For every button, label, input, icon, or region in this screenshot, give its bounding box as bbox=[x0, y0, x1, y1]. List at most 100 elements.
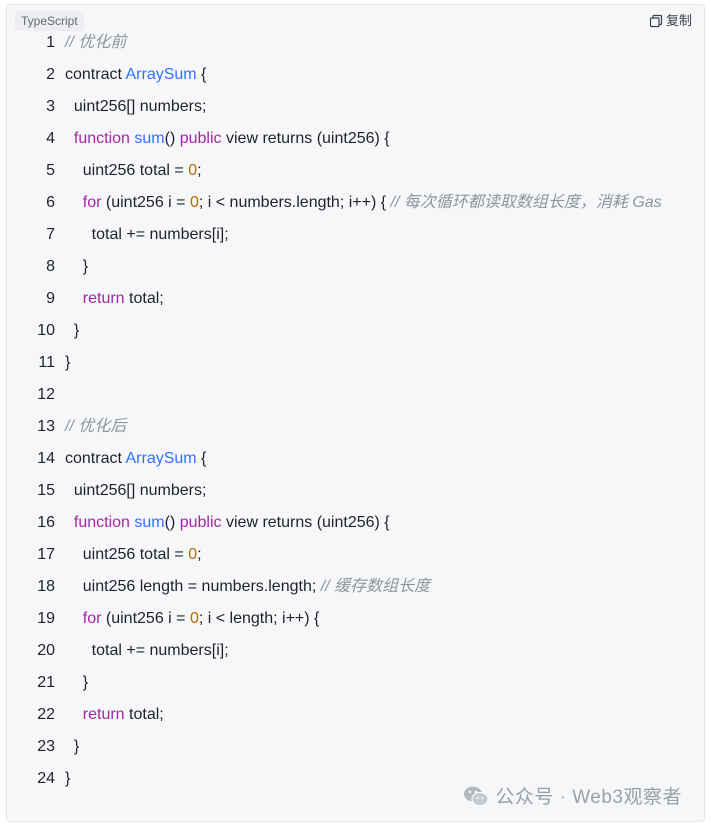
code-line: 23 } bbox=[7, 731, 704, 763]
code-token: uint256 total = bbox=[65, 162, 189, 179]
language-badge: TypeScript bbox=[15, 11, 84, 31]
line-number: 6 bbox=[46, 194, 55, 211]
line-number: 13 bbox=[37, 418, 55, 435]
code-text: uint256[] numbers; bbox=[65, 475, 207, 507]
line-number: 22 bbox=[37, 706, 55, 723]
line-number: 3 bbox=[46, 98, 55, 115]
code-token: sum bbox=[134, 130, 165, 147]
code-line: 13// 优化后 bbox=[7, 411, 704, 443]
code-token: return bbox=[82, 290, 125, 307]
code-text: } bbox=[65, 731, 79, 763]
code-token: } bbox=[65, 322, 80, 339]
line-number: 7 bbox=[46, 226, 55, 243]
code-text: } bbox=[65, 763, 70, 795]
code-line: 7 total += numbers[i]; bbox=[7, 219, 704, 251]
code-token: function bbox=[73, 130, 130, 147]
code-line: 8 } bbox=[7, 251, 704, 283]
code-line: 18 uint256 length = numbers.length; // 缓… bbox=[7, 571, 704, 603]
code-token: ; bbox=[197, 546, 202, 563]
code-text: for (uint256 i = 0; i < numbers.length; … bbox=[65, 187, 662, 219]
line-number: 20 bbox=[37, 642, 55, 659]
code-token: } bbox=[65, 354, 71, 371]
code-line: 11} bbox=[7, 347, 704, 379]
code-text: } bbox=[65, 667, 88, 699]
code-token: function bbox=[73, 514, 130, 531]
code-text: uint256 length = numbers.length; // 缓存数组… bbox=[65, 571, 430, 603]
code-text: uint256 total = 0; bbox=[65, 539, 202, 571]
code-token: for bbox=[82, 610, 102, 627]
line-number: 12 bbox=[37, 386, 55, 403]
code-token: 0 bbox=[188, 546, 198, 563]
code-line: 3 uint256[] numbers; bbox=[7, 91, 704, 123]
code-token: uint256[] numbers; bbox=[65, 98, 207, 115]
watermark-text: 公众号 · Web3观察者 bbox=[495, 787, 682, 808]
code-token: ; i < length; i++) { bbox=[198, 610, 320, 627]
code-line: 14 contract ArraySum { bbox=[7, 443, 704, 475]
code-token: 0 bbox=[189, 194, 199, 211]
code-token: public bbox=[179, 130, 222, 147]
code-text: return total; bbox=[65, 283, 164, 315]
code-token: } bbox=[65, 738, 80, 755]
line-number: 4 bbox=[46, 130, 55, 147]
code-text: return total; bbox=[65, 699, 164, 731]
line-number: 19 bbox=[37, 610, 55, 627]
code-text: contract ArraySum { bbox=[65, 443, 206, 475]
code-line: 24} bbox=[7, 763, 704, 795]
code-line: 19 for (uint256 i = 0; i < length; i++) … bbox=[7, 603, 704, 635]
code-token: sum bbox=[134, 514, 165, 531]
code-token bbox=[65, 130, 74, 147]
code-token: view returns (uint256) { bbox=[221, 130, 390, 147]
line-number: 5 bbox=[46, 162, 55, 179]
code-line: 20 total += numbers[i]; bbox=[7, 635, 704, 667]
code-token: { bbox=[196, 450, 207, 467]
code-line: 16 function sum() public view returns (u… bbox=[7, 507, 704, 539]
code-text: contract ArraySum { bbox=[65, 59, 206, 91]
code-text: function sum() public view returns (uint… bbox=[65, 123, 390, 155]
code-token: { bbox=[196, 66, 207, 83]
code-token: contract bbox=[65, 450, 126, 467]
code-line: 9 return total; bbox=[7, 283, 704, 315]
code-comment: // 优化前 bbox=[65, 34, 127, 51]
code-text: total += numbers[i]; bbox=[65, 219, 229, 251]
code-token: } bbox=[65, 258, 89, 275]
code-line: 10 } bbox=[7, 315, 704, 347]
code-token bbox=[65, 514, 74, 531]
copy-button[interactable]: 复制 bbox=[649, 11, 692, 31]
code-token: total += numbers[i]; bbox=[65, 642, 229, 659]
code-token bbox=[65, 290, 83, 307]
code-token bbox=[65, 706, 83, 723]
code-token: total += numbers[i]; bbox=[65, 226, 229, 243]
code-token: ArraySum bbox=[125, 450, 197, 467]
line-number: 15 bbox=[37, 482, 55, 499]
line-number: 21 bbox=[37, 674, 55, 691]
code-line: 1// 优化前 bbox=[7, 27, 704, 59]
code-token: contract bbox=[65, 66, 126, 83]
code-token: total; bbox=[124, 706, 164, 723]
code-line: 5 uint256 total = 0; bbox=[7, 155, 704, 187]
code-comment: // 每次循环都读取数组长度，消耗 Gas bbox=[390, 194, 662, 211]
line-number: 8 bbox=[46, 258, 55, 275]
code-token: uint256 total = bbox=[65, 546, 189, 563]
code-token: () bbox=[164, 130, 180, 147]
code-token: ArraySum bbox=[125, 66, 197, 83]
code-token: (uint256 i = bbox=[101, 610, 190, 627]
code-token: 0 bbox=[189, 610, 199, 627]
code-token: } bbox=[65, 674, 89, 691]
code-token: ; i < numbers.length; i++) { bbox=[198, 194, 391, 211]
line-number: 9 bbox=[46, 290, 55, 307]
code-line: 17 uint256 total = 0; bbox=[7, 539, 704, 571]
watermark: 公众号 · Web3观察者 bbox=[463, 782, 682, 809]
code-text: } bbox=[65, 315, 79, 347]
code-line: 22 return total; bbox=[7, 699, 704, 731]
code-line: 12 bbox=[7, 379, 704, 411]
code-token: public bbox=[179, 514, 222, 531]
code-token bbox=[65, 610, 83, 627]
code-line: 6 for (uint256 i = 0; i < numbers.length… bbox=[7, 187, 704, 219]
code-token: () bbox=[164, 514, 180, 531]
code-token: uint256 length = numbers.length; bbox=[65, 578, 321, 595]
code-text: uint256 total = 0; bbox=[65, 155, 202, 187]
line-number: 14 bbox=[37, 450, 55, 467]
